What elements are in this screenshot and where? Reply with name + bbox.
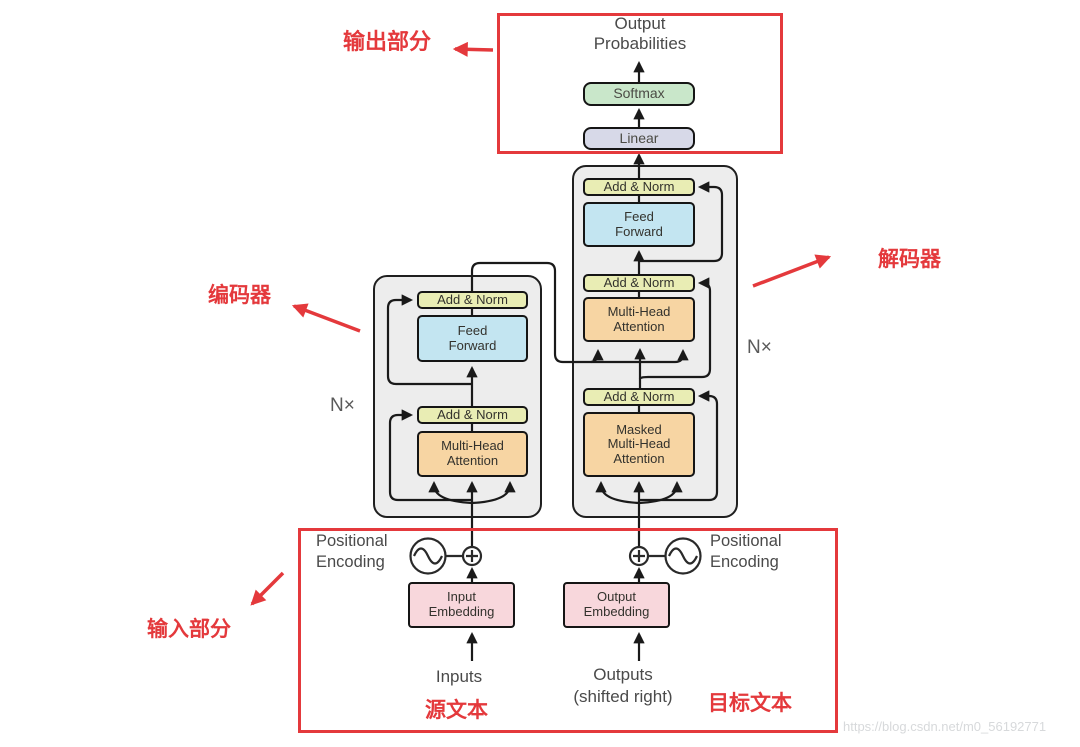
encoder-arrow bbox=[291, 303, 361, 333]
inputs-label: Inputs bbox=[435, 667, 483, 686]
decoder-arrow bbox=[752, 254, 832, 288]
watermark: https://blog.csdn.net/m0_56192771 bbox=[843, 719, 1047, 734]
encoder-add-norm-bottom-box: Add & Norm bbox=[417, 406, 528, 424]
decoder-add-norm-top-box: Add & Norm bbox=[583, 178, 695, 196]
encoder-multi-head-attention-box: Multi-Head Attention bbox=[417, 431, 528, 477]
output-embedding-box: Output Embedding bbox=[563, 582, 670, 628]
output-section-outline bbox=[497, 13, 783, 154]
label-output-section: 输出部分 bbox=[343, 29, 432, 54]
shifted-right-label: (shifted right) bbox=[573, 687, 673, 706]
label-encoder: 编码器 bbox=[208, 284, 271, 307]
label-source-text: 源文本 bbox=[425, 699, 488, 722]
plus-circle-icon bbox=[628, 545, 650, 567]
label-input-section: 输入部分 bbox=[147, 618, 231, 641]
decoder-flow-lines bbox=[595, 60, 724, 661]
outputs-label: Outputs bbox=[593, 665, 653, 684]
input-embedding-box: Input Embedding bbox=[408, 582, 515, 628]
red-annotation-arrows bbox=[250, 41, 832, 606]
output-section-arrow bbox=[452, 41, 494, 57]
positional-encoding-label-left: Positional Encoding bbox=[316, 532, 388, 572]
encoder-feed-forward-box: Feed Forward bbox=[417, 315, 528, 362]
label-decoder: 解码器 bbox=[878, 248, 941, 271]
plus-circle-icon bbox=[461, 545, 483, 567]
positional-encoding-icons bbox=[409, 537, 702, 575]
input-section-outline bbox=[298, 528, 838, 733]
n-times-label-decoder: N× bbox=[747, 337, 772, 358]
decoder-add-norm-bottom-box: Add & Norm bbox=[583, 388, 695, 406]
encoder-flow-lines bbox=[386, 261, 689, 661]
decoder-feed-forward-box: Feed Forward bbox=[583, 202, 695, 247]
encoder-add-norm-top-box: Add & Norm bbox=[417, 291, 528, 309]
linear-box: Linear bbox=[583, 127, 695, 150]
positional-encoding-label-right: Positional Encoding bbox=[710, 532, 782, 572]
output-probabilities-label: Output Probabilities bbox=[593, 14, 687, 53]
label-target-text: 目标文本 bbox=[708, 692, 792, 715]
decoder-multi-head-attention-box: Multi-Head Attention bbox=[583, 297, 695, 342]
decoder-add-norm-mid-box: Add & Norm bbox=[583, 274, 695, 292]
softmax-box: Softmax bbox=[583, 82, 695, 106]
n-times-label-encoder: N× bbox=[330, 395, 355, 416]
masked-multi-head-attention-box: Masked Multi-Head Attention bbox=[583, 412, 695, 477]
input-section-arrow bbox=[250, 571, 285, 606]
